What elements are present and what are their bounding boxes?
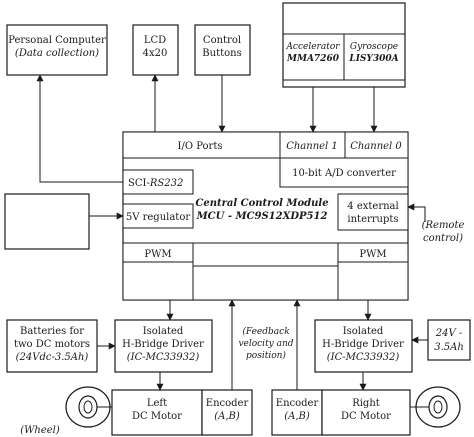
right-motor-box: Right DC Motor [321, 389, 411, 436]
right-motor-line1: Right [352, 398, 380, 409]
personal-computer-box: Personal Computer (Data collection) [6, 24, 108, 76]
hbridge-right-box: Isolated H-Bridge Driver (IC-MC33932) [314, 319, 413, 373]
encoder-left-line2: (A,B) [214, 411, 240, 422]
encoder-right-line1: Encoder [276, 398, 319, 409]
right-wheel-icon [410, 386, 461, 428]
hbridge-left-line1: Isolated [143, 326, 184, 337]
hbridge-right-line1: Isolated [343, 326, 384, 337]
batteries-line1: Batteries for [20, 326, 84, 337]
accelerometer-label: Accelerator [285, 42, 340, 52]
io-ports-label: I/O Ports [178, 141, 223, 152]
remote-label-line2: control) [423, 233, 463, 244]
interrupts-box [337, 193, 409, 231]
left-motor-box: Left DC Motor [111, 389, 203, 436]
pc-title: Personal Computer [8, 35, 106, 46]
supply-line2: 3.5Ah [434, 342, 464, 353]
accelerometer-model: MMA7260 [286, 54, 340, 64]
encoder-right-box: Encoder (A,B) [271, 389, 323, 436]
batteries-line3: (24Vdc-3.5Ah) [16, 352, 89, 363]
batteries-line2: two DC motors [14, 339, 90, 350]
hbridge-right-line3: (IC-MC33932) [327, 352, 400, 363]
batteries-box: Batteries for two DC motors (24Vdc-3.5Ah… [6, 319, 98, 373]
left-wheel-icon [65, 386, 112, 428]
supply-line1: 24V - [435, 328, 463, 339]
sci-label: SCI-RS232 [128, 178, 183, 189]
control-buttons-box: Control Buttons [194, 24, 251, 76]
io-ports-box [122, 131, 281, 159]
buttons-subtitle: Buttons [202, 48, 241, 59]
pwm-left-box [122, 242, 194, 301]
ccm-mcu: MCU - MC9S12XDP512 [196, 211, 328, 222]
central-control-module: I/O Ports Channel 1 Channel 0 10-bit A/D… [122, 131, 409, 301]
encoder-left-box: Encoder (A,B) [201, 389, 253, 436]
hbridge-left-line2: H-Bridge Driver [122, 339, 204, 350]
sensors-box: Accelerator MMA7260 Gyroscope LISY300A [282, 2, 406, 88]
wheel-label: (Wheel) [20, 425, 60, 436]
feedback-line3: position) [246, 350, 286, 361]
lcd-size: 4x20 [143, 48, 168, 59]
buttons-title: Control [203, 35, 241, 46]
pwm-left-label: PWM [144, 249, 171, 260]
hbridge-left-line3: (IC-MC33932) [127, 352, 200, 363]
lcd-box: LCD 4x20 [132, 24, 179, 76]
feedback-line1: (Feedback [242, 326, 289, 337]
pc-subtitle: (Data collection) [15, 48, 99, 59]
pwm-right-box [337, 242, 409, 301]
hbridge-right-line2: H-Bridge Driver [322, 339, 404, 350]
power-source-box [4, 193, 90, 250]
ccm-title: Central Control Module [195, 198, 328, 209]
right-motor-line2: DC Motor [341, 411, 391, 422]
adc-label: 10-bit A/D converter [292, 168, 396, 179]
hbridge-left-box: Isolated H-Bridge Driver (IC-MC33932) [114, 319, 213, 373]
connectors [36, 74, 428, 391]
adc-box [279, 131, 409, 188]
gyroscope-label: Gyroscope [350, 42, 398, 52]
remote-label-line1: (Remote [422, 220, 465, 231]
left-motor-line2: DC Motor [132, 411, 182, 422]
encoder-left-line1: Encoder [206, 398, 249, 409]
lcd-title: LCD [144, 35, 166, 46]
regulator-label: 5V regulator [126, 212, 191, 223]
encoder-right-line2: (A,B) [284, 411, 310, 422]
interrupts-line1: 4 external [347, 201, 398, 212]
left-motor-line1: Left [147, 398, 167, 409]
pwm-right-label: PWM [359, 249, 386, 260]
gyroscope-model: LISY300A [348, 54, 398, 64]
interrupts-line2: interrupts [347, 214, 398, 225]
supply-box: 24V - 3.5Ah [427, 319, 471, 361]
channel0-label: Channel 0 [350, 141, 402, 152]
feedback-line2: velocity and [238, 339, 293, 349]
channel1-label: Channel 1 [286, 141, 338, 152]
ccm-bottom-box [192, 242, 339, 301]
